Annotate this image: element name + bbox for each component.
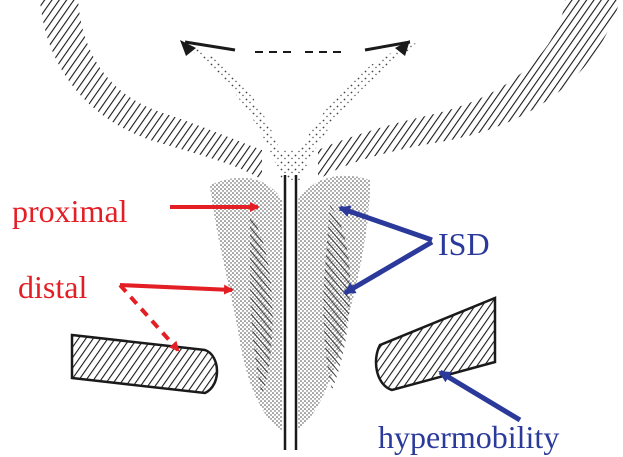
proximal-label: proximal <box>12 193 128 229</box>
urethral-lumen <box>285 175 296 450</box>
bladder-lumen-stipple <box>175 40 420 180</box>
bladder-dome-line <box>180 40 410 56</box>
distal-solid-arrow <box>120 285 232 290</box>
hypermobility-label: hypermobility <box>378 419 559 455</box>
bladder-wall <box>40 0 620 180</box>
distal-label: distal <box>18 269 87 305</box>
urethral-wall-left <box>210 178 282 430</box>
hypermobility-arrow <box>440 372 520 420</box>
pubic-bone-right <box>376 298 495 390</box>
isd-label: ISD <box>438 226 490 262</box>
pubic-bone-left <box>72 335 217 393</box>
